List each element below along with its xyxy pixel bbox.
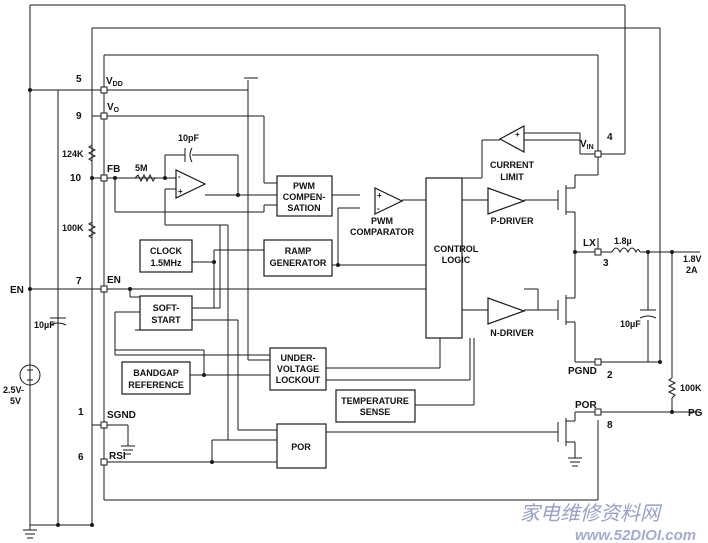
control-label-1: CONTROL [434, 244, 479, 254]
uvlo-label-1: UNDER- [281, 353, 316, 363]
watermark: 家电维修资料网 www.52DIOI.com [520, 501, 696, 543]
softstart-label-2: START [151, 315, 181, 325]
pin-name-por: POR [575, 400, 597, 411]
svg-text:-: - [515, 143, 518, 152]
pin-name-sgnd: SGND [107, 410, 136, 421]
bandgap-block [121, 361, 191, 395]
bandgap-label-1: BANDGAP [133, 368, 179, 378]
source-label-2: 5V [10, 396, 21, 406]
output-current-label: 2A [686, 265, 698, 275]
block-labels: PWM COMPEN- SATION PWM COMPARATOR RAMP G… [128, 160, 534, 452]
inductor-symbol [611, 247, 641, 254]
pin-name-vdd: VDD [106, 76, 123, 88]
inductor-label: 1.8µ [614, 236, 632, 246]
pin-name-vin: VIN [580, 139, 594, 151]
pin-name-fb: FB [107, 164, 120, 175]
p-driver-label: P-DRIVER [490, 216, 534, 226]
current-limit-label-1: CURRENT [490, 160, 535, 170]
pin-name-rsi: RSI [109, 451, 126, 462]
pwm-compensation-block [276, 175, 333, 217]
res-5m-label: 5M [135, 163, 148, 173]
pwm-comparator-label-1: PWM [371, 216, 393, 226]
por-block [276, 423, 327, 469]
watermark-cn: 家电维修资料网 [520, 501, 663, 525]
cap-in-label: 10µF [34, 320, 55, 330]
pwm-comparator-label-2: COMPARATOR [350, 227, 414, 237]
softstart-block [139, 295, 193, 331]
junctions [28, 88, 674, 527]
res-100k-right-label: 100K [680, 383, 702, 393]
bandgap-label-2: REFERENCE [128, 380, 184, 390]
clock-label-1: CLOCK [150, 246, 182, 256]
pin-name-en: EN [107, 275, 121, 286]
control-logic-block [425, 177, 463, 339]
uvlo-block [269, 347, 327, 391]
pg-external-label: PG [688, 408, 703, 419]
ramp-generator-block [263, 239, 333, 277]
res-124k-label: 124K [62, 149, 84, 159]
clock-block [139, 239, 193, 273]
pin-name-lx: LX [583, 238, 596, 249]
svg-text:+: + [377, 191, 382, 200]
svg-text:-: - [377, 204, 380, 213]
res-100k-left-label: 100K [62, 223, 84, 233]
temperature-block [335, 389, 416, 423]
pin-num-lx: 3 [603, 258, 609, 269]
clock-label-2: 1.5MHz [150, 258, 182, 268]
voltage-source [19, 364, 41, 386]
pwm-comp-label-2: COMPEN- [283, 192, 326, 202]
temperature-label-2: SENSE [360, 407, 391, 417]
pwm-comp-label-3: SATION [287, 203, 320, 213]
pin-num-fb: 10 [70, 173, 82, 184]
svg-text:+: + [515, 130, 520, 139]
watermark-url: www.52DIOI.com [575, 527, 696, 543]
pin-num-vdd: 5 [76, 74, 82, 85]
temperature-label-1: TEMPERATURE [341, 396, 409, 406]
control-label-2: LOGIC [442, 255, 471, 265]
pin-num-sgnd: 1 [78, 407, 84, 418]
pin-num-por: 8 [607, 420, 613, 431]
cap-10pf-label: 10pF [178, 133, 200, 143]
pin-name-pgnd: PGND [568, 366, 597, 377]
pin-name-vo: VO [107, 102, 120, 114]
capacitors [49, 147, 657, 326]
pin-num-en: 7 [76, 276, 82, 287]
blocks [121, 175, 463, 469]
softstart-label-1: SOFT- [153, 303, 180, 313]
n-driver-label: N-DRIVER [490, 328, 534, 338]
output-voltage-label: 1.8V [683, 254, 702, 264]
svg-text:+: + [178, 187, 183, 196]
resistors [87, 140, 677, 399]
uvlo-label-3: LOCKOUT [276, 375, 321, 385]
pin-num-rsi: 6 [78, 452, 84, 463]
en-external-label: EN [10, 285, 24, 296]
por-block-label: POR [291, 442, 311, 452]
uvlo-label-2: VOLTAGE [277, 364, 319, 374]
pin-markers [100, 86, 602, 466]
source-label-1: 2.5V- [3, 385, 24, 395]
pin-labels: 5 VDD 9 VO 10 FB 7 EN 1 SGND 6 RSI 4 VIN… [70, 74, 613, 463]
pin-num-vin: 4 [607, 132, 613, 143]
svg-text:-: - [178, 172, 181, 181]
pin-num-vo: 9 [76, 111, 82, 122]
ramp-label-2: GENERATOR [270, 258, 327, 268]
component-labels: 10pF 5M 124K 100K 10µF 2.5V- 5V 1.8µ 10µ… [3, 133, 703, 419]
cap-out-label: 10µF [620, 319, 641, 329]
current-limit-label-2: LIMIT [500, 172, 524, 182]
ramp-label-1: RAMP [285, 246, 312, 256]
amplifiers: - + + - + - [175, 124, 526, 325]
wires [23, 4, 700, 539]
pwm-comp-label-1: PWM [293, 181, 315, 191]
pin-num-pgnd: 2 [607, 370, 613, 381]
